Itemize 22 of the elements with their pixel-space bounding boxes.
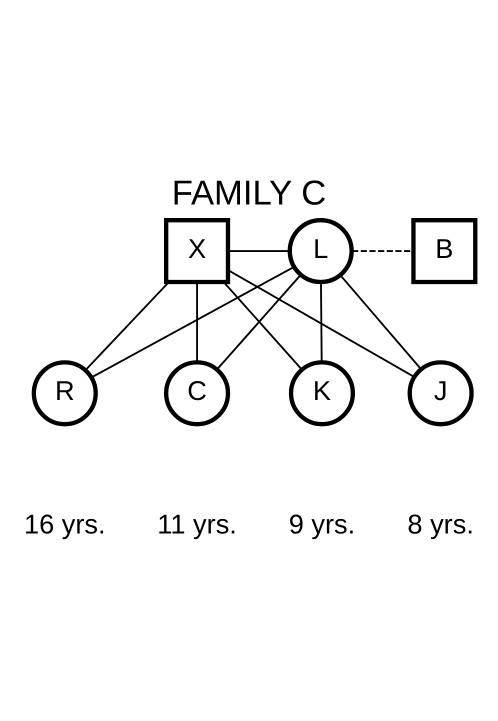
diagram-title: FAMILY C [172,174,326,213]
connector [228,250,290,252]
node-label: 9 yrs. [288,508,356,540]
node-circle: R [32,360,98,426]
connector [216,274,302,370]
connector [85,282,170,371]
node-box: X [164,218,230,284]
node-box: B [411,218,478,284]
node-circle: J [408,360,474,426]
node-circle: L [288,218,354,284]
connector [340,274,422,370]
connector [196,282,198,362]
connector [91,266,294,378]
node-circle: C [164,360,230,426]
node-label: 16 yrs. [24,508,106,540]
node-label: 8 yrs. [407,508,474,540]
node-circle: K [288,360,356,426]
connector [352,250,414,252]
connector [320,282,323,362]
connector [223,282,302,370]
node-label: 11 yrs. [157,508,237,540]
connector [228,269,415,378]
